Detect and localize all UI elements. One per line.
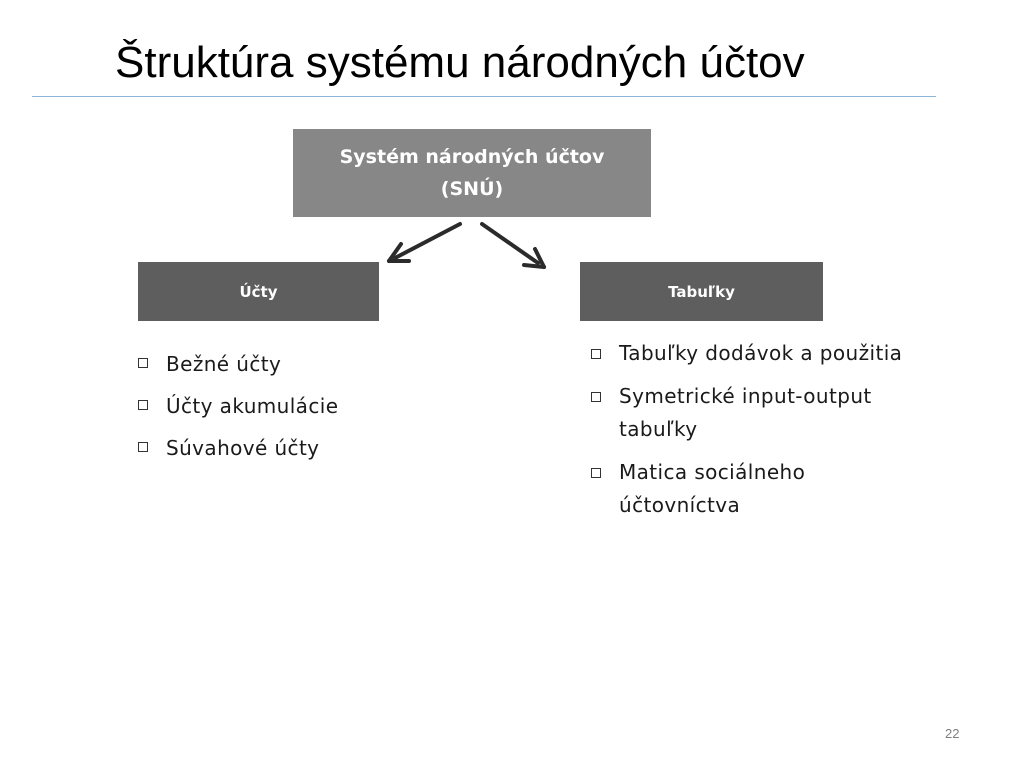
square-bullet-icon xyxy=(138,442,148,452)
square-bullet-icon xyxy=(138,358,148,368)
title-divider xyxy=(32,96,936,97)
list-item: Tabuľky dodávok a použitia xyxy=(591,337,921,370)
list-item: Matica sociálneho účtovníctva xyxy=(591,456,921,522)
list-item: Súvahové účty xyxy=(138,430,438,472)
arrow-to-ucty xyxy=(387,222,462,263)
list-item: Účty akumulácie xyxy=(138,388,438,430)
node-tabulky-label: Tabuľky xyxy=(668,282,735,301)
node-tabulky: Tabuľky xyxy=(580,262,823,321)
root-node-label-line2: (SNÚ) xyxy=(440,178,504,200)
list-item-text: Účty akumulácie xyxy=(166,394,339,418)
tabulky-list: Tabuľky dodávok a použitia Symetrické in… xyxy=(591,337,921,532)
ucty-list: Bežné účty Účty akumulácie Súvahové účty xyxy=(138,346,438,472)
root-node-snu: Systém národných účtov (SNÚ) xyxy=(293,129,651,217)
square-bullet-icon xyxy=(591,349,601,359)
list-item-text: Matica sociálneho účtovníctva xyxy=(619,460,806,517)
list-item-text: Súvahové účty xyxy=(166,436,320,460)
arrow-to-tabulky xyxy=(480,222,546,269)
page-number: 22 xyxy=(945,726,960,741)
square-bullet-icon xyxy=(138,400,148,410)
list-item-text: Bežné účty xyxy=(166,352,282,376)
square-bullet-icon xyxy=(591,468,601,478)
square-bullet-icon xyxy=(591,392,601,402)
list-item: Symetrické input-output tabuľky xyxy=(591,380,921,446)
list-item-text: Symetrické input-output tabuľky xyxy=(619,384,872,441)
node-ucty-label: Účty xyxy=(239,282,278,301)
slide-title: Štruktúra systému národných účtov xyxy=(115,38,805,87)
list-item-text: Tabuľky dodávok a použitia xyxy=(619,341,903,365)
list-item: Bežné účty xyxy=(138,346,438,388)
root-node-label-line1: Systém národných účtov xyxy=(339,146,605,168)
node-ucty: Účty xyxy=(138,262,379,321)
